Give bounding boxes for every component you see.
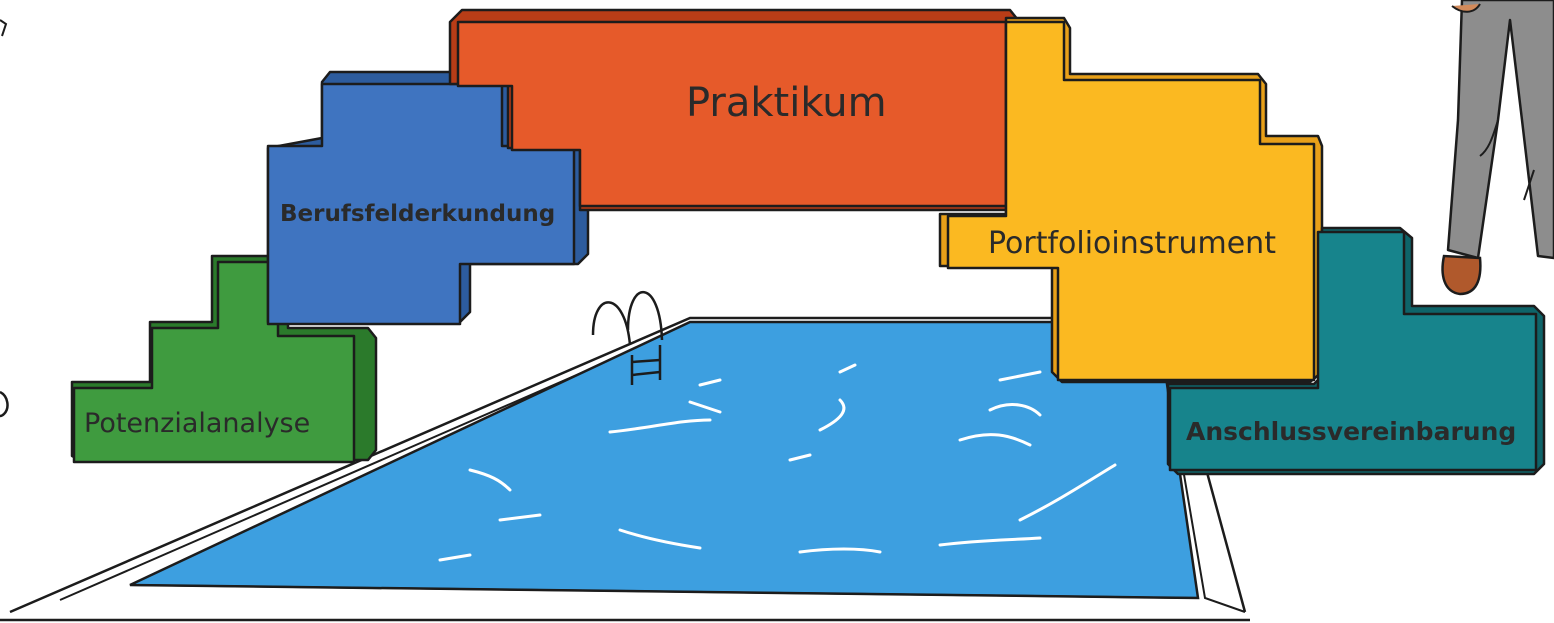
shoe-icon [1443,256,1481,294]
block-label-anschlussvereinbarung: Anschlussvereinbarung [1186,417,1516,446]
block-label-portfolioinstrument: Portfolioinstrument [988,226,1276,261]
block-label-berufsfelderkundung: Berufsfelderkundung [280,201,555,227]
block-label-potenzialanalyse: Potenzialanalyse [84,408,310,439]
partial-object-top-left [0,20,6,36]
block-label-praktikum: Praktikum [686,80,887,126]
partial-object-left [0,392,7,416]
person-figure [1443,0,1554,294]
